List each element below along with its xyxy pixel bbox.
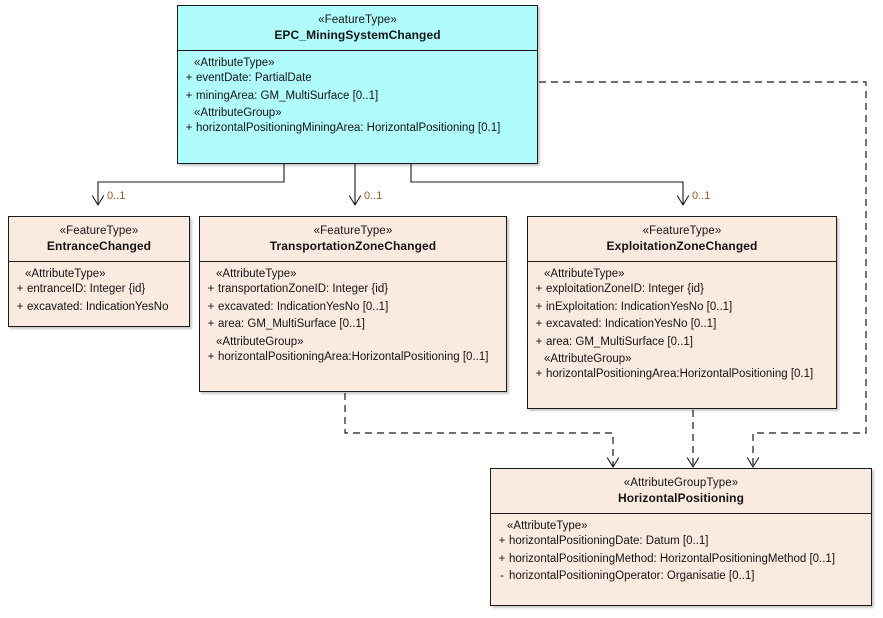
class-box-transportation-zone-changed[interactable]: «FeatureType» TransportationZoneChanged … (199, 216, 507, 392)
attribute-row: + excavated: IndicationYesNo [0..1] (204, 299, 502, 316)
attribute-group-label: «AttributeType» (216, 268, 297, 281)
attribute-group-label: «AttributeType» (507, 520, 588, 533)
attribute-signature: excavated: IndicationYesNo [0..1] (546, 318, 717, 331)
attribute-signature: horizontalPositioningArea:HorizontalPosi… (546, 368, 814, 381)
class-name: ExploitationZoneChanged (606, 239, 758, 254)
class-header-horizontal-positioning: «AttributeGroupType» HorizontalPositioni… (491, 469, 871, 515)
attribute-signature: entranceID: Integer {id} (27, 283, 146, 296)
visibility-marker: + (16, 283, 24, 296)
attribute-signature: horizontalPositioningMethod: HorizontalP… (509, 552, 836, 565)
attribute-row: + area: GM_MultiSurface [0..1] (532, 334, 832, 351)
attribute-row: + entranceID: Integer {id} (13, 281, 185, 298)
attribute-row: + excavated: IndicationYesNo (13, 299, 185, 316)
association-epc-to-exploitation-zone (410, 164, 690, 207)
class-box-exploitation-zone-changed[interactable]: «FeatureType» ExploitationZoneChanged «A… (527, 216, 837, 409)
class-name: HorizontalPositioning (617, 491, 745, 506)
attribute-row: + horizontalPositioningArea:HorizontalPo… (204, 349, 502, 366)
attribute-group-label: «AttributeGroup» (216, 335, 304, 348)
attribute-row: - horizontalPositioningOperator: Organis… (495, 568, 867, 585)
class-stereotype: «FeatureType» (59, 225, 139, 237)
class-name: TransportationZoneChanged (269, 239, 437, 254)
attribute-row: + eventDate: PartialDate (182, 70, 533, 87)
class-name: EPC_MiningSystemChanged (274, 28, 441, 43)
class-header-entrance-changed: «FeatureType» EntranceChanged (9, 217, 189, 263)
visibility-marker: + (535, 300, 543, 313)
attribute-group-label: «AttributeGroup» (194, 107, 282, 120)
attribute-row: + exploitationZoneID: Integer {id} (532, 281, 832, 298)
attribute-signature: area: GM_MultiSurface [0..1] (546, 335, 694, 348)
attribute-signature: excavated: IndicationYesNo (27, 300, 169, 313)
attribute-signature: miningArea: GM_MultiSurface [0..1] (196, 89, 379, 102)
multiplicity-label-transportation-zone: 0..1 (364, 190, 383, 202)
class-stereotype: «FeatureType» (318, 14, 397, 26)
class-stereotype: «FeatureType» (313, 225, 393, 237)
visibility-marker: + (498, 535, 506, 548)
class-body-entrance-changed: «AttributeType» + entranceID: Integer {i… (9, 262, 189, 322)
attribute-row: + horizontalPositioningMethod: Horizonta… (495, 551, 867, 568)
attribute-signature: transportationZoneID: Integer {id} (218, 283, 389, 296)
attribute-signature: horizontalPositioningOperator: Organisat… (509, 570, 755, 583)
attribute-row: + area: GM_MultiSurface [0..1] (204, 316, 502, 333)
visibility-marker: + (207, 350, 215, 363)
attribute-group-label: «AttributeGroup» (544, 353, 632, 366)
visibility-marker: + (185, 72, 193, 85)
visibility-marker: + (185, 122, 193, 135)
class-body-horizontal-positioning: «AttributeType» + horizontalPositioningD… (491, 514, 871, 591)
attribute-signature: eventDate: PartialDate (196, 72, 312, 85)
attribute-signature: horizontalPositioningMiningArea: Horizon… (196, 122, 501, 135)
attribute-signature: horizontalPositioningArea:HorizontalPosi… (218, 350, 489, 363)
class-name: EntranceChanged (46, 239, 152, 254)
multiplicity-label-entrance: 0..1 (107, 190, 126, 202)
class-box-epc-mining-system-changed[interactable]: «FeatureType» EPC_MiningSystemChanged «A… (177, 5, 538, 164)
visibility-marker: + (185, 89, 193, 102)
class-stereotype: «AttributeGroupType» (623, 477, 739, 489)
attribute-group-label: «AttributeType» (194, 57, 275, 70)
attribute-row: + horizontalPositioningDate: Datum [0..1… (495, 533, 867, 550)
multiplicity-label-exploitation-zone: 0..1 (692, 190, 711, 202)
visibility-marker: + (207, 300, 215, 313)
visibility-marker: + (535, 368, 543, 381)
visibility-marker: + (207, 318, 215, 331)
class-header-exploitation-zone-changed: «FeatureType» ExploitationZoneChanged (528, 217, 836, 263)
attribute-signature: excavated: IndicationYesNo [0..1] (218, 300, 389, 313)
attribute-signature: horizontalPositioningDate: Datum [0..1] (509, 535, 709, 548)
class-body-transportation-zone-changed: «AttributeType» + transportationZoneID: … (200, 262, 506, 372)
class-box-horizontal-positioning[interactable]: «AttributeGroupType» HorizontalPositioni… (490, 468, 872, 606)
attribute-group-label: «AttributeType» (25, 268, 106, 281)
visibility-marker: + (535, 335, 543, 348)
visibility-marker: + (16, 300, 24, 313)
visibility-marker: + (207, 283, 215, 296)
visibility-marker: + (498, 552, 506, 565)
attribute-signature: area: GM_MultiSurface [0..1] (218, 318, 366, 331)
attribute-row: + transportationZoneID: Integer {id} (204, 281, 502, 298)
class-stereotype: «FeatureType» (642, 225, 722, 237)
class-box-entrance-changed[interactable]: «FeatureType» EntranceChanged «Attribute… (8, 216, 190, 327)
visibility-marker: + (535, 283, 543, 296)
attribute-row: + horizontalPositioningArea:HorizontalPo… (532, 366, 832, 383)
class-body-exploitation-zone-changed: «AttributeType» + exploitationZoneID: In… (528, 262, 836, 389)
association-epc-to-entrance (91, 164, 285, 207)
class-header-transportation-zone-changed: «FeatureType» TransportationZoneChanged (200, 217, 506, 263)
attribute-signature: exploitationZoneID: Integer {id} (546, 283, 704, 296)
class-body-epc-mining-system-changed: «AttributeType» + eventDate: PartialDate… (178, 51, 537, 143)
attribute-row: + miningArea: GM_MultiSurface [0..1] (182, 88, 533, 105)
attribute-signature: inExploitation: IndicationYesNo [0..1] (546, 300, 733, 313)
class-header-epc-mining-system-changed: «FeatureType» EPC_MiningSystemChanged (178, 6, 537, 52)
attribute-row: + inExploitation: IndicationYesNo [0..1] (532, 299, 832, 316)
attribute-group-label: «AttributeType» (544, 268, 625, 281)
attribute-row: + horizontalPositioningMiningArea: Horiz… (182, 120, 533, 137)
visibility-marker: - (500, 570, 504, 583)
attribute-row: + excavated: IndicationYesNo [0..1] (532, 316, 832, 333)
visibility-marker: + (535, 318, 543, 331)
